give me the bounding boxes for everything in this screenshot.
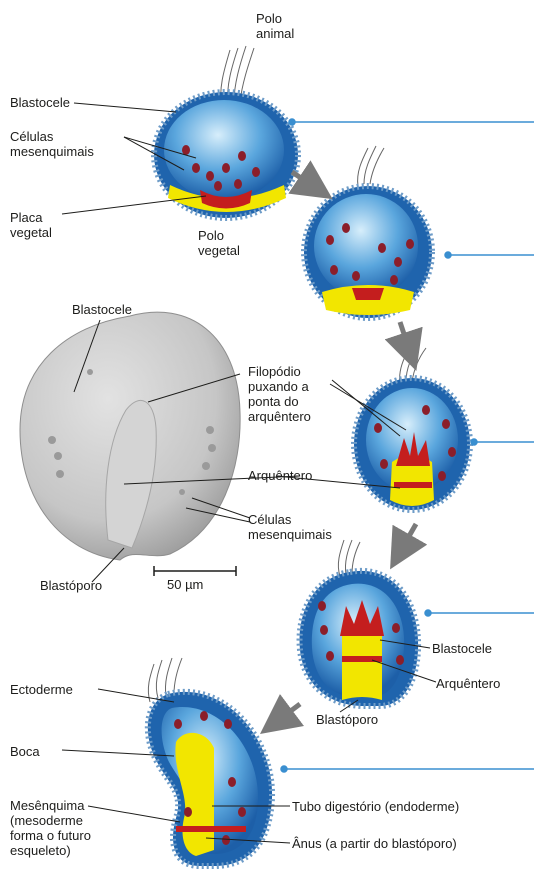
scale-bar bbox=[154, 566, 236, 576]
label-boca: Boca bbox=[10, 744, 40, 759]
stage2-early-gastrula bbox=[304, 146, 432, 318]
stage3-archenteron-band bbox=[394, 482, 432, 488]
label-ectoderme: Ectoderme bbox=[10, 682, 73, 697]
label-blastoporo-photo: Blastóporo bbox=[40, 578, 102, 593]
label-blastocele-4: Blastocele bbox=[432, 641, 492, 656]
stage1-blastula bbox=[154, 46, 298, 218]
label-blastocele-1: Blastocele bbox=[10, 95, 70, 110]
stage2-vegetal-red bbox=[352, 288, 384, 300]
label-arquentero-4: Arquêntero bbox=[436, 676, 500, 691]
arrow-stage1-to-2 bbox=[292, 172, 316, 188]
label-blastocele-photo: Blastocele bbox=[72, 302, 132, 317]
stage5-anus-band bbox=[176, 826, 246, 832]
arrow-stage3-to-4 bbox=[400, 524, 416, 552]
label-arquentero-1: Arquêntero bbox=[248, 468, 312, 483]
stage2-blastocoel bbox=[314, 194, 418, 298]
label-tubo-digestorio: Tubo digestório (endoderme) bbox=[292, 799, 459, 814]
micrograph bbox=[20, 312, 240, 576]
stage5-larva bbox=[148, 658, 272, 866]
label-blastoporo-4: Blastóporo bbox=[316, 712, 378, 727]
stage4-late-gastrula bbox=[300, 540, 419, 706]
arrow-stage2-to-3 bbox=[400, 322, 410, 352]
stage2-cilia bbox=[358, 146, 384, 186]
label-scale-bar: 50 µm bbox=[167, 577, 203, 592]
arrow-stage4-to-5 bbox=[276, 704, 300, 722]
label-anus: Ânus (a partir do blastóporo) bbox=[292, 836, 457, 851]
